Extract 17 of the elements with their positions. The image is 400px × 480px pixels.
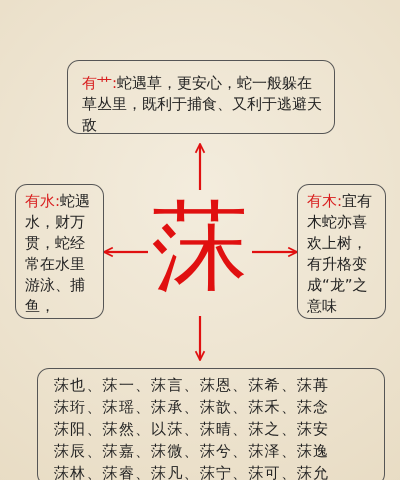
arrow (103, 246, 148, 258)
description-text: 有艹:蛇遇草，更安心，蛇一般躲在草丛里，既利于捕食、又利于逃避天敌 (82, 73, 323, 136)
description-text: 有木:宜有木蛇亦喜欢上树，有升格变成“龙”之意味 (307, 191, 374, 317)
text-box (67, 60, 335, 134)
arrow (252, 246, 298, 258)
main-character: 莯 (148, 198, 252, 308)
text-box (297, 184, 386, 319)
text-box (37, 368, 385, 480)
name-list-line: 莯林、莯睿、莯凡、莯宁、莯可、莯允 (54, 463, 330, 480)
text-box (15, 184, 104, 319)
name-list-line: 莯珩、莯瑶、莯承、莯歆、莯禾、莯念 (54, 397, 330, 418)
name-list-line: 莯辰、莯嘉、莯微、莯兮、莯泽、莯逸 (54, 441, 330, 462)
description-text: 有水:蛇遇水，财万贯，蛇经常在水里游泳、捕鱼， (25, 191, 92, 317)
arrow (194, 143, 206, 190)
arrow (194, 316, 206, 361)
name-list-line: 莯阳、莯然、以莯、莯晴、莯之、莯安 (54, 419, 330, 440)
name-list-line: 莯也、莯一、莯言、莯恩、莯希、莯苒 (54, 375, 330, 396)
